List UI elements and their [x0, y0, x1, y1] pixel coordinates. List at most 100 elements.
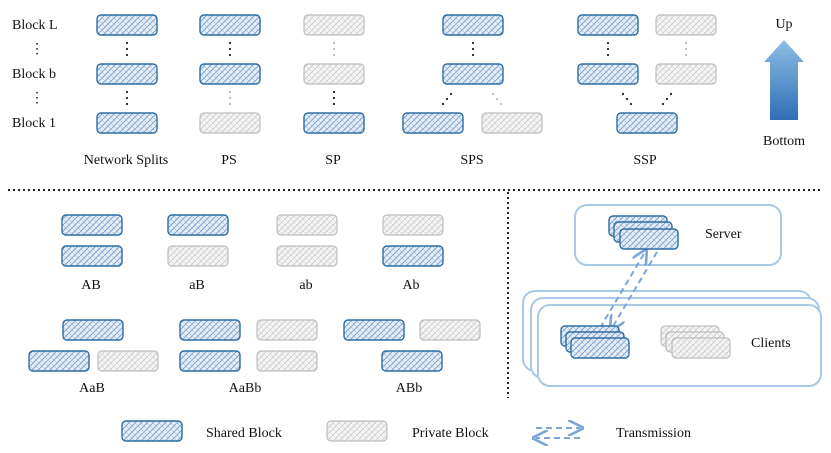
- ssp-block-1: [616, 112, 678, 134]
- ab-lower-b-bottom: [382, 245, 444, 267]
- ps-ellipsis-lower-dot-2: [228, 102, 232, 106]
- sps-diag-right-dot-1: [495, 97, 499, 101]
- sps-diag-left-dot-1: [445, 97, 449, 101]
- ns-ellipsis-lower-dot-0: [125, 90, 129, 94]
- ssp-ellipsis-upper-left-dot-2: [606, 53, 610, 57]
- sp-block-1: [303, 112, 365, 134]
- legend-transmission-label: Transmission: [616, 426, 691, 441]
- legend-shared-label: Shared Block: [206, 426, 282, 441]
- ps-block-l: [199, 14, 261, 36]
- ssp-block-b-shared: [577, 63, 639, 85]
- transmission-up-line: [599, 252, 645, 329]
- ns-block-1: [96, 112, 158, 134]
- ssp-diag-left-dot-2: [629, 102, 633, 106]
- ssp-diag-right-dot-0: [669, 92, 673, 96]
- ssp-diag-left-dot-0: [621, 92, 625, 96]
- ssp-block-b-private: [655, 63, 717, 85]
- row-label-block-1: Block 1: [12, 116, 56, 131]
- sp-ellipsis-lower-dot-0: [332, 90, 336, 94]
- ssp-block-l-shared: [577, 14, 639, 36]
- config-label-ab-lower-a: aB: [189, 278, 205, 293]
- transmission-down-line: [612, 251, 658, 328]
- ssp-ellipsis-upper-right-dot-0: [684, 41, 688, 45]
- sps-ellipsis-upper-dot-2: [471, 53, 475, 57]
- ssp-diag-right-dot-2: [661, 102, 665, 106]
- ps-ellipsis-upper-dot-1: [228, 47, 232, 51]
- ps-block-b: [199, 63, 261, 85]
- ssp-ellipsis-upper-right-dot-1: [684, 47, 688, 51]
- legend-private-swatch: [326, 420, 388, 442]
- sp-ellipsis-upper-dot-1: [332, 47, 336, 51]
- aabb-top-right: [256, 319, 318, 341]
- ns-ellipsis-lower-dot-2: [125, 102, 129, 106]
- ab-lower-top: [276, 214, 338, 236]
- sps-block-1-private: [481, 112, 543, 134]
- ssp-diag-right-dot-1: [665, 97, 669, 101]
- sps-diag-left-dot-0: [449, 92, 453, 96]
- sp-ellipsis-upper-dot-2: [332, 53, 336, 57]
- config-label-ab-lower: ab: [299, 278, 313, 293]
- ssp-ellipsis-upper-right-dot-2: [684, 53, 688, 57]
- config-label-aabb: AaBb: [228, 381, 262, 396]
- up-arrow-icon: [764, 40, 804, 120]
- aabb-bottom-left: [179, 350, 241, 372]
- config-label-ab-upper: AB: [81, 278, 101, 293]
- ns-ellipsis-upper-dot-2: [125, 53, 129, 57]
- aabb-bottom-right: [256, 350, 318, 372]
- client-private-3: [671, 337, 731, 359]
- config-label-ab-lower-b: Ab: [402, 278, 420, 293]
- abb-top-left: [343, 319, 405, 341]
- ssp-diag-left-dot-1: [625, 97, 629, 101]
- ps-ellipsis-lower-dot-0: [228, 90, 232, 94]
- sp-block-b: [303, 63, 365, 85]
- config-label-aab: AaB: [79, 381, 105, 396]
- ns-ellipsis-upper-dot-1: [125, 47, 129, 51]
- sps-diag-right-dot-0: [491, 92, 495, 96]
- column-label-ps: PS: [221, 153, 237, 168]
- row-ellipsis-lower: ⋮: [30, 91, 44, 106]
- aabb-top-left: [179, 319, 241, 341]
- sps-ellipsis-upper-dot-1: [471, 47, 475, 51]
- sp-block-l: [303, 14, 365, 36]
- aab-bottom-left: [28, 350, 90, 372]
- row-ellipsis-upper: ⋮: [30, 42, 44, 57]
- ns-ellipsis-upper-dot-0: [125, 41, 129, 45]
- legend-private-label: Private Block: [412, 426, 489, 441]
- abb-top-right: [419, 319, 481, 341]
- ns-block-l: [96, 14, 158, 36]
- sps-ellipsis-upper-dot-0: [471, 41, 475, 45]
- sps-block-l: [442, 14, 504, 36]
- column-label-sps: SPS: [460, 153, 484, 168]
- ssp-ellipsis-upper-left-dot-0: [606, 41, 610, 45]
- sps-block-1-shared: [402, 112, 464, 134]
- column-label-sp: SP: [325, 153, 341, 168]
- clients-label: Clients: [751, 336, 791, 351]
- ns-ellipsis-lower-dot-1: [125, 96, 129, 100]
- ab-bottom: [61, 245, 123, 267]
- server-label: Server: [705, 227, 742, 242]
- sps-diag-left-dot-2: [441, 102, 445, 106]
- arrow-label-bottom: Bottom: [762, 134, 806, 149]
- column-label-ssp: SSP: [633, 153, 657, 168]
- ssp-block-l-private: [655, 14, 717, 36]
- ab-lower-a-bottom: [167, 245, 229, 267]
- ps-ellipsis-lower-dot-1: [228, 96, 232, 100]
- ps-ellipsis-upper-dot-0: [228, 41, 232, 45]
- column-label-network-splits: Network Splits: [83, 153, 169, 168]
- sps-block-b: [442, 63, 504, 85]
- sps-diag-right-dot-2: [499, 102, 503, 106]
- client-shared-3: [570, 337, 630, 359]
- arrow-label-up: Up: [775, 17, 793, 32]
- server-model-3: [619, 228, 679, 250]
- ab-lower-a-top: [167, 214, 229, 236]
- abb-bottom: [381, 350, 443, 372]
- ssp-ellipsis-upper-left-dot-1: [606, 47, 610, 51]
- sp-ellipsis-lower-dot-2: [332, 102, 336, 106]
- ns-block-b: [96, 63, 158, 85]
- ab-lower-bottom: [276, 245, 338, 267]
- config-label-abb: ABb: [395, 381, 423, 396]
- row-label-block-l: Block L: [12, 18, 58, 33]
- aab-top: [62, 319, 124, 341]
- ps-block-1: [199, 112, 261, 134]
